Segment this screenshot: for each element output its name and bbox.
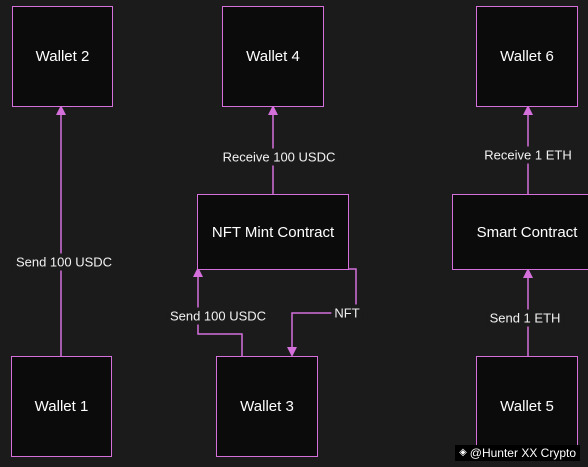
node-wallet-3: Wallet 3 [216,356,318,457]
diamond-logo-icon: ◈ [459,447,467,458]
node-label: Wallet 1 [34,398,89,415]
edge-label-w3-nft: Send 100 USDC [166,307,270,325]
node-label: Wallet 6 [500,48,554,65]
node-label: Wallet 2 [35,48,90,65]
node-wallet-5: Wallet 5 [476,356,578,457]
node-label: Wallet 3 [240,398,294,415]
node-label: NFT Mint Contract [211,223,335,241]
node-wallet-6: Wallet 6 [476,6,578,107]
node-label: Wallet 4 [246,48,300,65]
node-nft-mint-contract: NFT Mint Contract [197,194,349,270]
edge-wallet3-to-nft [193,267,243,356]
edge-label-nft-w3: NFT [331,304,363,322]
watermark: ◈ @Hunter XX Crypto [455,445,580,461]
node-wallet-2: Wallet 2 [12,6,113,107]
node-label: Smart Contract [476,223,578,241]
watermark-text: @Hunter XX Crypto [469,446,576,460]
node-smart-contract: Smart Contract [452,194,588,270]
edge-label-sc-w6: Receive 1 ETH [481,146,575,164]
edge-label-w1-w2: Send 100 USDC [12,253,116,271]
node-wallet-1: Wallet 1 [11,356,112,457]
node-label: Wallet 5 [500,398,554,415]
edge-label-nft-w4: Receive 100 USDC [219,148,339,166]
edge-label-w5-sc: Send 1 ETH [486,309,564,327]
node-wallet-4: Wallet 4 [222,6,324,107]
